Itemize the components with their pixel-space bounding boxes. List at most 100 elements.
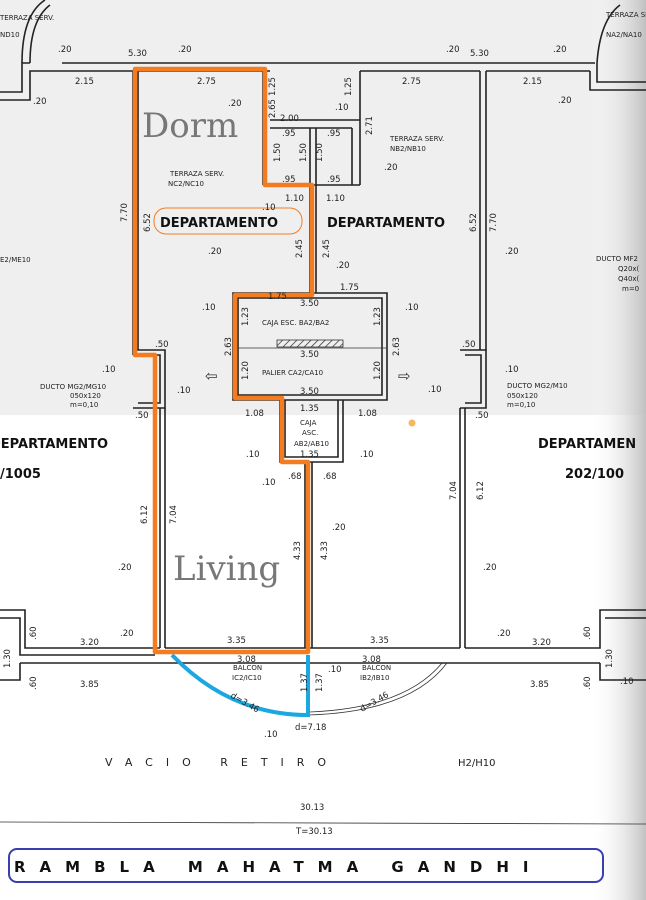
dimension-label: T=30.13: [295, 827, 333, 837]
dimension-label: .10: [335, 103, 349, 113]
dimension-label: .20: [118, 563, 132, 573]
area-label: Q20x(: [618, 265, 640, 273]
dimension-label: .20: [384, 163, 398, 173]
unit-number: /1005: [0, 467, 41, 482]
dimension-label: 2.15: [75, 77, 94, 87]
dimension-label: 2.63: [392, 337, 402, 356]
dimension-label: .95: [282, 175, 296, 185]
dimension-label: .20: [33, 97, 47, 107]
area-label: IB2/IB10: [360, 674, 389, 682]
dimension-label: .50: [475, 411, 489, 421]
dimension-label: 3.35: [370, 636, 389, 646]
dimension-label: 1.30: [3, 649, 13, 668]
area-label: ND10: [0, 31, 20, 39]
dimension-label: 3.85: [530, 680, 549, 690]
dimension-label: .20: [332, 523, 346, 533]
dimension-label: 1.75: [268, 292, 287, 302]
area-label: BALCON: [362, 664, 391, 672]
area-label: NA2/NA10: [606, 31, 642, 39]
dimension-label: .20: [497, 629, 511, 639]
departamento-highlight-oval: [153, 207, 303, 235]
dimension-label: 6.52: [143, 213, 153, 232]
street-box: [8, 848, 604, 883]
area-label: AB2/AB10: [294, 440, 329, 448]
dimension-label: 3.08: [362, 655, 381, 665]
dimension-label: 30.13: [300, 803, 324, 813]
dimension-label: 3.50: [300, 387, 319, 397]
dimension-label: 1.08: [358, 409, 377, 419]
dimension-label: 5.30: [470, 49, 489, 59]
area-label: 050x120: [70, 392, 101, 400]
area-label: NB2/NB10: [390, 145, 426, 153]
dimension-label: .10: [202, 303, 216, 313]
dimension-label: 1.35: [300, 404, 319, 414]
area-label: Q40x(: [618, 275, 640, 283]
area-label: TERRAZA SERV.: [605, 11, 646, 19]
dimension-label: .95: [327, 175, 341, 185]
area-label: BALCON: [233, 664, 262, 672]
dimension-label: 3.20: [532, 638, 551, 648]
dimension-label: 3.08: [237, 655, 256, 665]
dimension-label: 6.12: [140, 505, 150, 524]
area-label: CAJA: [300, 419, 317, 427]
unit-number: 202/100: [565, 467, 624, 482]
dimension-label: .50: [462, 340, 476, 350]
room-label-dorm: Dorm: [142, 106, 238, 146]
dimension-label: .20: [553, 45, 567, 55]
dimension-label: 2.45: [295, 239, 305, 258]
area-label: TERRAZA SERV.: [169, 170, 224, 178]
dimension-label: 2.15: [523, 77, 542, 87]
dimension-label: 2.00: [280, 114, 299, 124]
dimension-label: .20: [58, 45, 72, 55]
dimension-label: 7.70: [489, 213, 499, 232]
dimension-label: 2.45: [322, 239, 332, 258]
dimension-label: 6.52: [469, 213, 479, 232]
dimension-label: .10: [360, 450, 374, 460]
dimension-label: .10: [262, 203, 276, 213]
dimension-label: .20: [336, 261, 350, 271]
dimension-label: d=7.18: [295, 723, 326, 733]
dimension-label: .10: [620, 677, 634, 687]
dimension-label: 1.35: [300, 450, 319, 460]
unit-label: DEPARTAMENTO: [0, 437, 108, 452]
dimension-label: .10: [177, 386, 191, 396]
area-code: H2/H10: [458, 758, 496, 769]
dimension-label: 5.30: [128, 49, 147, 59]
dimension-label: .60: [583, 626, 593, 640]
area-label: NC2/NC10: [168, 180, 204, 188]
dimension-label: 1.23: [373, 307, 383, 326]
dimension-label: 1.20: [241, 361, 251, 380]
dimension-label: 1.75: [340, 283, 359, 293]
dimension-label: 3.85: [80, 680, 99, 690]
dimension-label: .50: [135, 411, 149, 421]
dimension-label: .68: [323, 472, 337, 482]
area-label: TERRAZA SERV.: [0, 14, 54, 22]
dimension-label: 7.70: [120, 203, 130, 222]
dimension-label: 1.08: [245, 409, 264, 419]
dimension-label: .20: [446, 45, 460, 55]
dimension-label: 7.04: [449, 481, 459, 500]
dimension-label: .10: [246, 450, 260, 460]
area-label: DUCTO MF2: [596, 255, 638, 263]
dimension-label: .10: [264, 730, 278, 740]
unit-label: DEPARTAMEN: [538, 437, 636, 452]
dimension-label: .95: [282, 129, 296, 139]
dimension-label: .10: [328, 665, 342, 675]
dimension-label: .95: [327, 129, 341, 139]
highlights: [8, 66, 604, 883]
arrow-left-icon: ⇦: [205, 367, 218, 385]
dimension-label: 1.20: [373, 361, 383, 380]
area-label: m=0,10: [70, 401, 98, 409]
dimension-label: 7.04: [169, 505, 179, 524]
dimension-label: .10: [505, 365, 519, 375]
unit-label: DEPARTAMENTO: [327, 216, 445, 231]
dimension-label: .20: [178, 45, 192, 55]
marker-dot: [408, 419, 416, 427]
dimension-label: 2.71: [365, 116, 375, 135]
area-label: DUCTO MG2/M10: [507, 382, 568, 390]
dimension-label: .10: [405, 303, 419, 313]
dimension-label: 4.33: [293, 541, 303, 560]
dimension-label: .60: [29, 626, 39, 640]
dimension-label: .20: [120, 629, 134, 639]
